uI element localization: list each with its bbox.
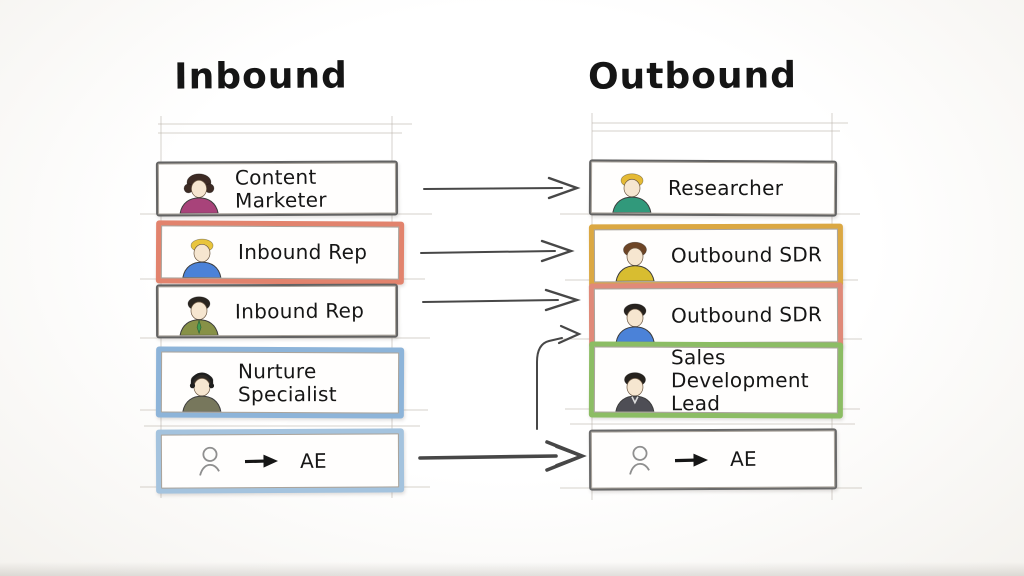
role-box-inbound-ae: AE: [155, 428, 405, 494]
person-outline-icon: [199, 446, 220, 476]
role-box-inbound-rep-1: Inbound Rep: [155, 220, 405, 285]
role-box-nurture-specialist: Nurture Specialist: [155, 346, 405, 419]
role-label: AE: [299, 448, 328, 473]
role-box-researcher: Researcher: [588, 159, 838, 217]
role-label: Sales Development Lead: [670, 346, 809, 414]
role-box-outbound-ae: AE: [588, 428, 838, 491]
nurture-specialist-avatar: [182, 372, 222, 412]
role-label: AE: [729, 446, 758, 471]
outbound-column-title: Outbound: [587, 55, 798, 98]
right-arrow-icon: [244, 454, 279, 468]
researcher-avatar: [612, 173, 652, 213]
role-label: Content Marketer: [234, 164, 327, 213]
outbound-sdr-2-avatar: [615, 303, 655, 343]
photo-bottom-shading: [0, 562, 1024, 576]
role-box-content-marketer: Content Marketer: [155, 160, 399, 217]
role-label: Outbound SDR: [670, 242, 823, 268]
person-outline-icon: [629, 445, 650, 475]
role-box-inbound-rep-2: Inbound Rep: [155, 283, 399, 339]
role-label: Inbound Rep: [234, 297, 365, 323]
arrow-ae-to-ae: [418, 440, 587, 472]
arrow-inbound-rep-1-to-outbound-sdr-1: [420, 239, 575, 263]
inbound-rep-1-avatar: [182, 238, 222, 278]
role-box-outbound-sdr-1: Outbound SDR: [588, 223, 844, 288]
role-label: Researcher: [667, 175, 784, 200]
content-marketer-avatar: [179, 173, 219, 214]
arrow-inbound-rep-2-to-outbound-sdr-2: [422, 288, 581, 312]
role-box-outbound-sdr-2: Outbound SDR: [588, 282, 844, 349]
role-label: Outbound SDR: [670, 302, 823, 328]
inbound-rep-2-avatar: [179, 296, 219, 336]
arrow-content-marketer-to-researcher: [423, 176, 581, 200]
role-box-sales-development-lead: Sales Development Lead: [588, 341, 844, 419]
role-label: Nurture Specialist: [237, 358, 337, 406]
arrow-nurture-to-outbound-sdr-2: [536, 324, 582, 430]
inbound-column-title: Inbound: [174, 55, 348, 98]
right-arrow-icon: [674, 453, 709, 467]
headset-icon: [190, 372, 214, 384]
sales-development-lead-avatar: [615, 372, 655, 412]
outbound-sdr-1-avatar: [615, 241, 655, 282]
role-label: Inbound Rep: [237, 240, 368, 265]
